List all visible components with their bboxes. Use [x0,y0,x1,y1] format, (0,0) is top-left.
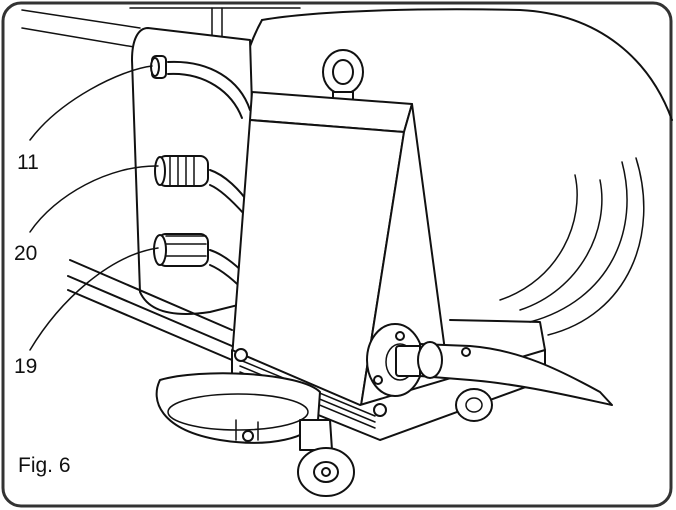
castor-right [455,388,493,422]
figure-caption: Fig. 6 [18,454,71,477]
turntable [155,372,321,444]
callout-label-19: 19 [14,355,38,378]
callout-label-20: 20 [14,242,38,265]
leader-11 [29,65,153,141]
coupling-20 [154,155,209,187]
base-bolts [234,348,387,417]
flange-pipe [366,323,613,406]
lifting-eye [322,49,364,105]
fitting-11 [150,55,167,79]
hoses [167,60,251,293]
coupling-19 [153,233,209,267]
leader-20 [29,165,159,233]
castor-front [297,419,355,497]
callout-leaders [29,65,159,351]
callout-label-11: 11 [17,151,39,174]
background-rails [21,7,301,49]
leader-19 [29,247,159,351]
